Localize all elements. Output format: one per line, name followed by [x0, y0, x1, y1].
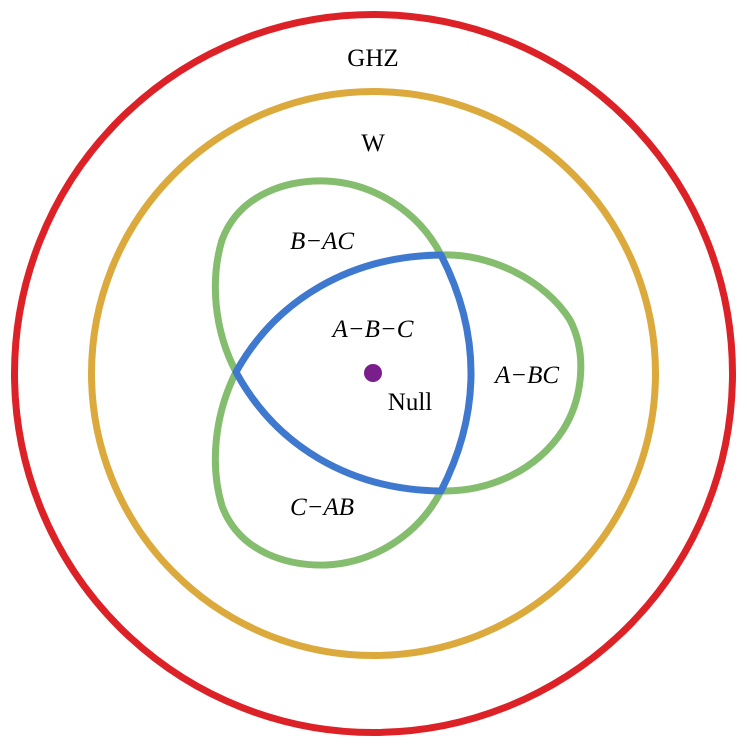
c-ab-label: C−AB: [290, 494, 354, 521]
null-point: [364, 364, 382, 382]
fully-separable-region: [232, 251, 475, 495]
a-bc-label: A−BC: [493, 362, 559, 389]
biseparable-lobe-a-bc: [440, 251, 585, 495]
ghz-label: GHZ: [347, 45, 398, 72]
biseparable-lobe-c-ab: [211, 370, 445, 569]
ghz-circle: [11, 11, 736, 736]
biseparable-lobe-b-ac: [211, 177, 445, 374]
null-label: Null: [388, 389, 433, 416]
w-label: W: [361, 130, 385, 157]
b-ac-label: B−AC: [290, 228, 354, 255]
a-b-c-label: A−B−C: [331, 316, 414, 343]
w-circle: [88, 88, 659, 659]
